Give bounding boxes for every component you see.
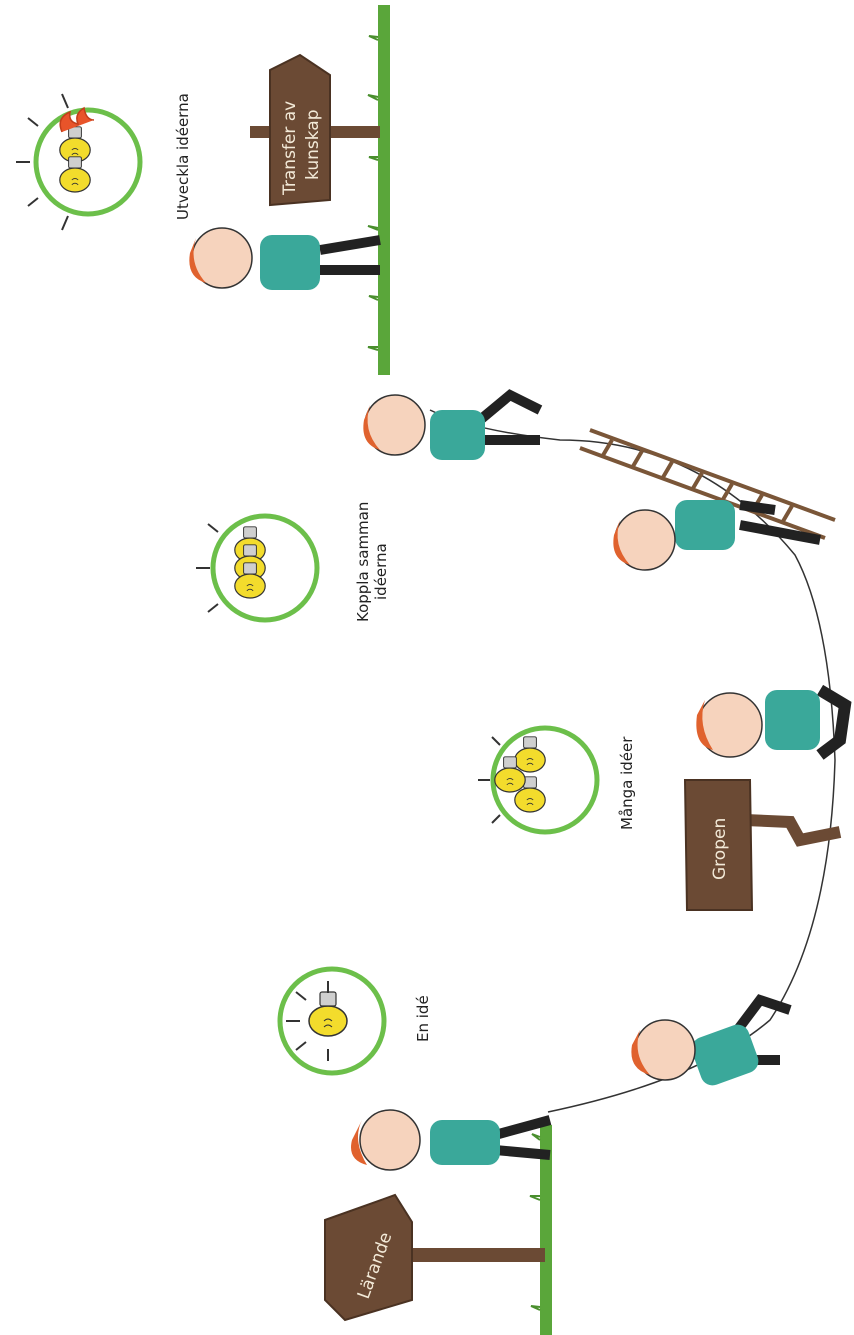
stage-icon-one-idea bbox=[277, 966, 387, 1076]
stage-label-develop: Utveckla idéerna bbox=[174, 93, 192, 220]
sign-transfer-text-1: Transfer av bbox=[280, 101, 300, 196]
character-in-pit bbox=[696, 684, 852, 760]
stage-icon-develop-ideas bbox=[16, 93, 143, 231]
character-top bbox=[189, 227, 381, 290]
stage-label-connect-1: Koppla samman bbox=[354, 502, 372, 622]
stage-label-many-ideas: Många idéer bbox=[618, 736, 636, 830]
stage-label-one-idea: En idé bbox=[414, 995, 432, 1042]
character-climbing-ladder bbox=[613, 500, 821, 571]
ground-upper-right bbox=[367, 5, 390, 375]
ladder bbox=[579, 428, 836, 540]
stage-icon-connect-ideas bbox=[196, 513, 320, 623]
sign-pit-text: Gropen bbox=[710, 818, 730, 880]
ground-lower-left bbox=[529, 1125, 552, 1335]
character-climbing-rope bbox=[363, 389, 543, 460]
character-falling bbox=[631, 994, 792, 1086]
character-start bbox=[351, 1109, 552, 1171]
sign-transfer: Transfer av kunskap bbox=[250, 53, 380, 207]
stage-icon-many-ideas bbox=[478, 725, 600, 835]
sign-transfer-text-2: kunskap bbox=[303, 110, 323, 180]
stage-label-connect-2: idéerna bbox=[372, 543, 390, 600]
sign-pit: Gropen bbox=[683, 779, 842, 911]
sign-learning: Lärande bbox=[324, 1193, 545, 1322]
